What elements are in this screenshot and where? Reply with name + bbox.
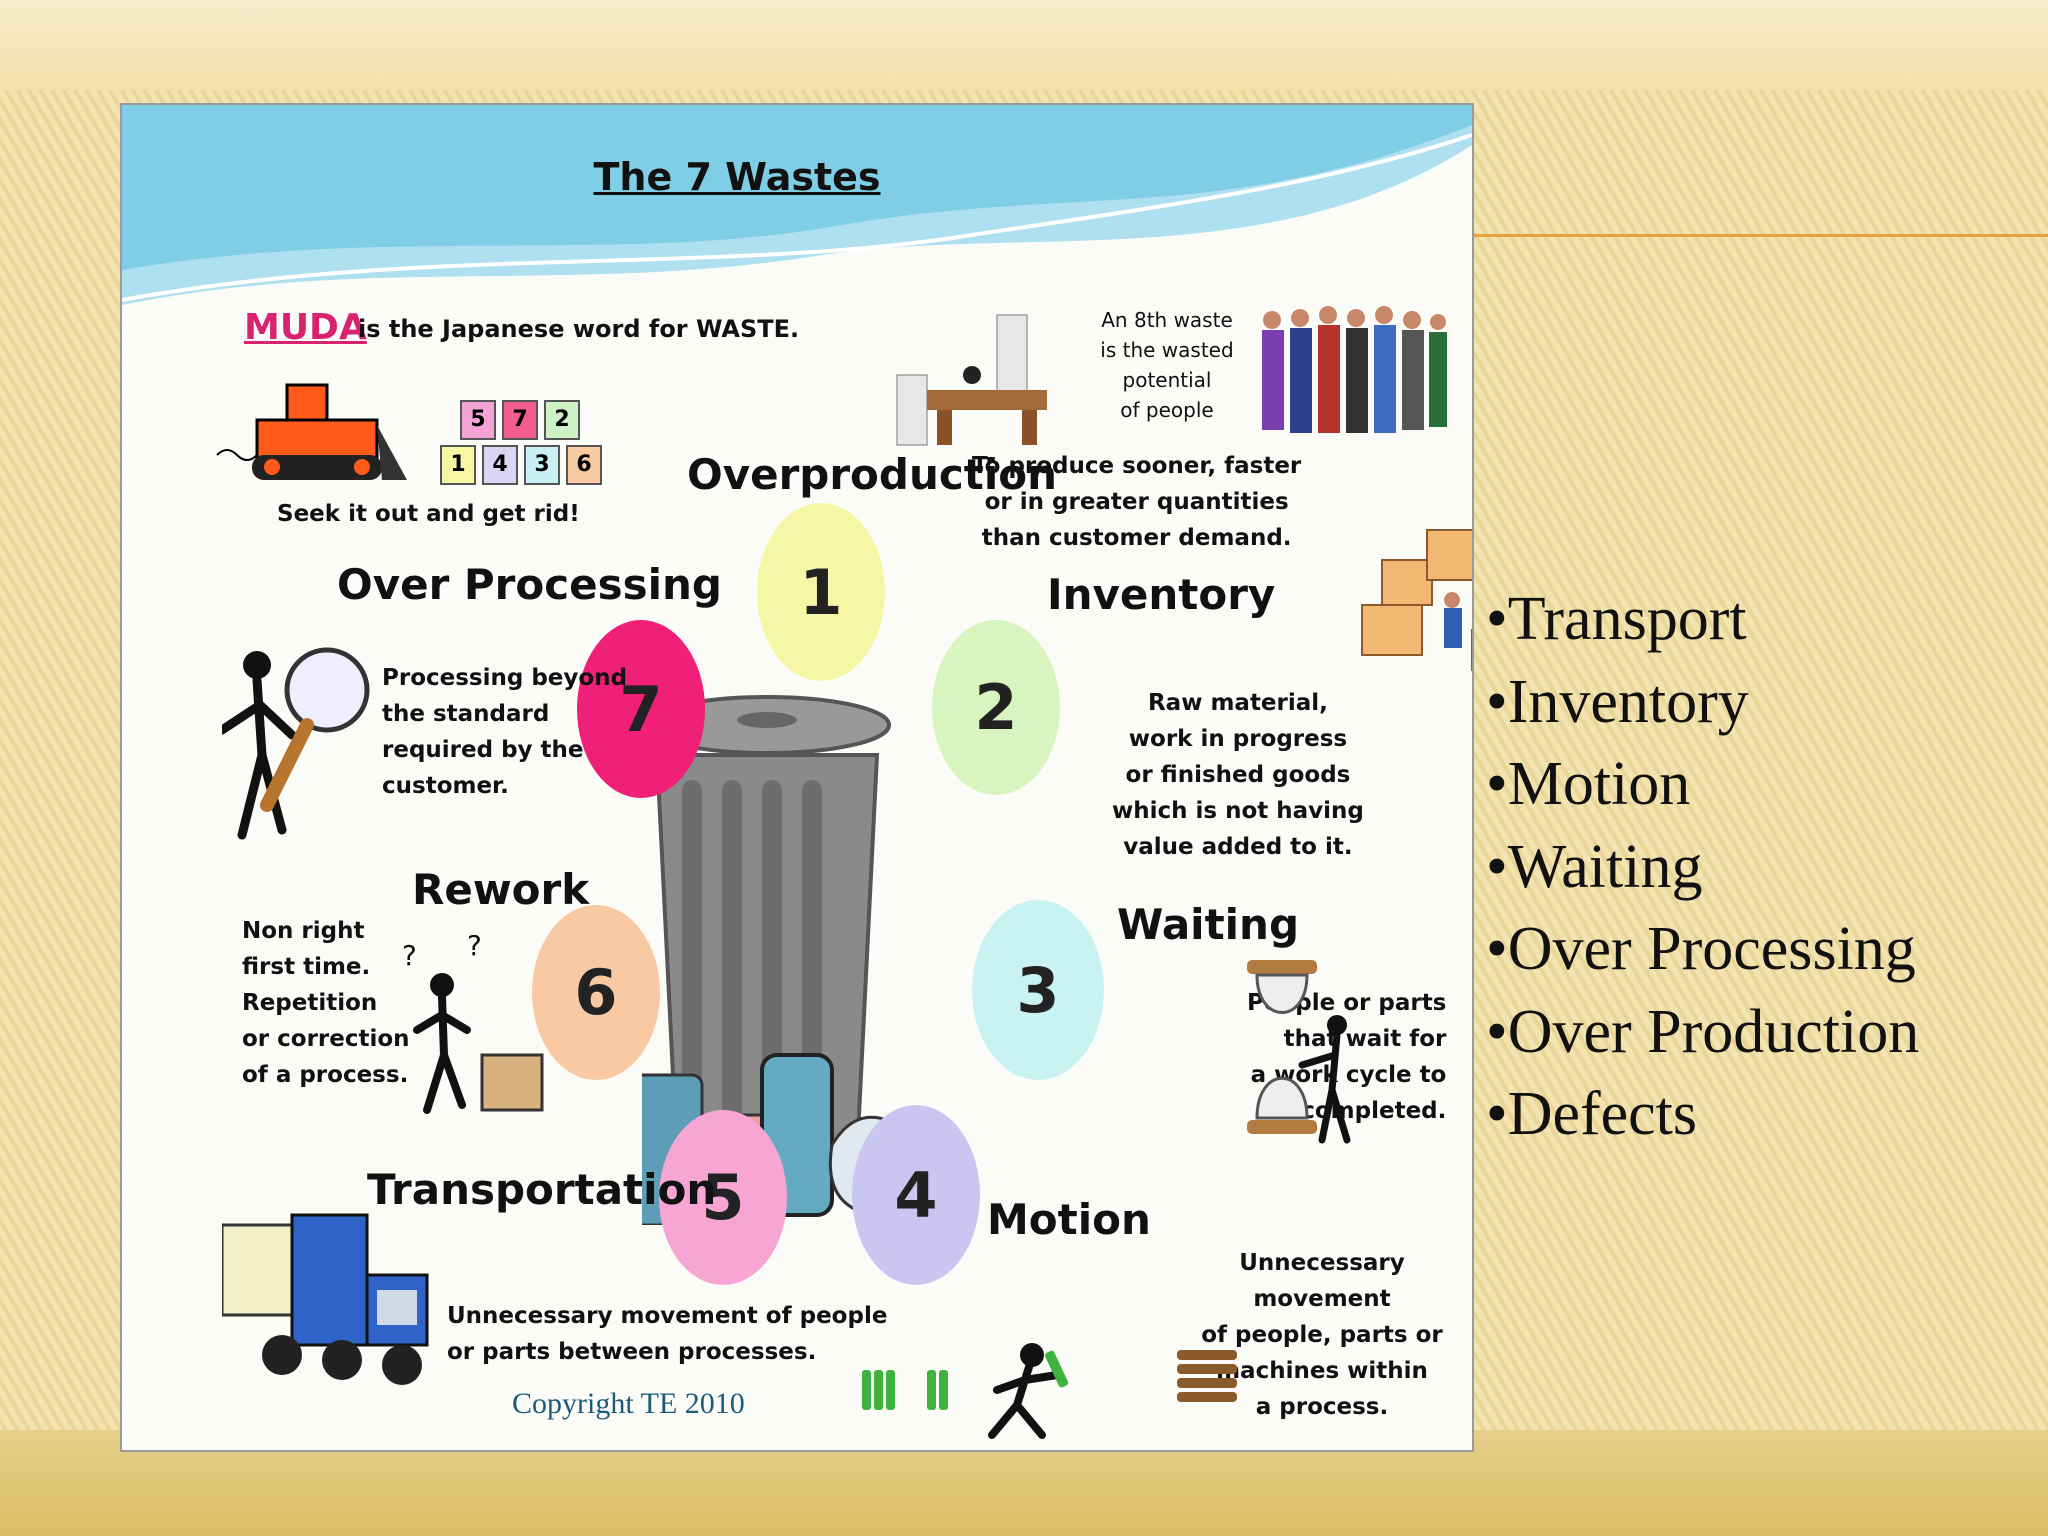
block: 1 (440, 445, 476, 485)
seek-text: Seek it out and get rid! (277, 501, 580, 527)
muda-word: MUDA (244, 307, 367, 348)
desc-line: or correction (242, 1026, 410, 1052)
label-over-processing: Over Processing (337, 560, 722, 609)
boxes-workers-icon (1361, 529, 1472, 671)
eighth-line: potential (1122, 368, 1212, 392)
desc-rework: Non right first time. Repetition or corr… (242, 913, 410, 1093)
eighth-line: An 8th waste (1101, 308, 1233, 332)
desc-line: Raw material, (1147, 690, 1328, 716)
desc-line: customer. (382, 773, 509, 799)
blocks-bottom-row: 1 4 3 6 (440, 445, 602, 485)
desc-line: or in greater quantities (984, 489, 1289, 515)
office-desk-icon (896, 314, 1047, 446)
desc-line: which is not having (1112, 798, 1364, 824)
desc-line: of a process. (242, 1062, 409, 1088)
label-rework: Rework (412, 865, 590, 914)
people-group-icon (1262, 306, 1447, 433)
bullet-item: •Over Processing (1486, 915, 1916, 983)
eighth-line: is the wasted (1100, 338, 1234, 362)
running-person-bottles-icon (862, 1343, 1069, 1439)
header-wave-graphic (122, 105, 1472, 305)
blocks-top-row: 5 7 2 (460, 400, 580, 440)
desc-line: the standard (382, 701, 550, 727)
bullet-item: •Defects (1486, 1080, 1698, 1148)
desc-line: of people, parts or (1201, 1322, 1443, 1348)
muda-definition: is the Japanese word for WASTE. (358, 315, 800, 343)
desc-line: first time. (242, 954, 371, 980)
block: 2 (544, 400, 580, 440)
waste-circle-4: 4 (852, 1105, 980, 1285)
desc-motion: Unnecessary movement of people, parts or… (1172, 1245, 1472, 1425)
waste-circle-5: 5 (659, 1110, 787, 1285)
waste-bullet-list: •Transport •Inventory •Motion •Waiting •… (1486, 578, 1919, 1156)
accent-line (1472, 234, 2048, 237)
bullet-item: •Waiting (1486, 832, 1703, 901)
label-overproduction: Overproduction (687, 450, 1058, 499)
label-inventory: Inventory (1047, 570, 1276, 619)
desc-inventory: Raw material, work in progress or finish… (1112, 685, 1364, 865)
block: 6 (566, 445, 602, 485)
desc-line: required by the (382, 737, 584, 763)
confused-person-icon: ? ? (402, 935, 544, 1114)
desc-line: Repetition (242, 990, 378, 1016)
label-transportation: Transportation (367, 1165, 717, 1214)
eighth-line: of people (1120, 398, 1214, 422)
desc-line: than customer demand. (981, 525, 1292, 551)
desc-line: value added to it. (1123, 834, 1353, 860)
eighth-waste-text: An 8th waste is the wasted potential of … (1097, 305, 1237, 425)
svg-text:?: ? (467, 935, 482, 962)
label-waiting: Waiting (1117, 900, 1300, 949)
desc-line: or parts between processes. (447, 1339, 817, 1365)
desc-line: work in progress (1128, 726, 1348, 752)
waste-circle-6: 6 (532, 905, 660, 1080)
desc-line: Non right (242, 918, 365, 944)
block: 5 (460, 400, 496, 440)
desc-line: machines within (1216, 1358, 1428, 1384)
desc-line: Processing beyond (382, 665, 628, 691)
desc-line: To produce sooner, faster (972, 453, 1302, 479)
desc-line: Unnecessary movement of people (447, 1303, 888, 1329)
bullet-item: •Motion (1486, 750, 1691, 818)
hourglass-icon (1247, 960, 1351, 1144)
copyright-text: Copyright TE 2010 (512, 1387, 745, 1420)
desc-overproduction: To produce sooner, faster or in greater … (972, 448, 1301, 556)
svg-text:?: ? (402, 939, 417, 972)
block: 7 (502, 400, 538, 440)
truck-icon (222, 1213, 429, 1385)
bullet-item: •Over Production (1486, 997, 1920, 1066)
desc-line: a process. (1255, 1394, 1389, 1420)
waste-circle-2: 2 (932, 620, 1060, 795)
seven-wastes-infographic: The 7 Wastes MUDA is the Japanese word f… (120, 103, 1474, 1452)
bulldozer-icon (216, 383, 407, 480)
desc-line: Unnecessary movement (1239, 1250, 1405, 1312)
magnifying-glass-icon (222, 647, 370, 840)
bullet-item: •Transport (1486, 585, 1747, 653)
slide-top-band (0, 0, 2048, 90)
waste-circle-7: 7 (577, 620, 705, 798)
bullet-item: •Inventory (1486, 667, 1749, 736)
desc-line: that wait for (1283, 1026, 1447, 1052)
block: 3 (524, 445, 560, 485)
infographic-title: The 7 Wastes (593, 155, 881, 199)
block: 4 (482, 445, 518, 485)
waste-circle-3: 3 (972, 900, 1104, 1080)
parts-pile-icon (1177, 1350, 1237, 1402)
desc-transportation: Unnecessary movement of people or parts … (447, 1298, 887, 1370)
desc-line: or finished goods (1125, 762, 1351, 788)
waste-circle-1: 1 (757, 503, 885, 681)
desc-over-processing: Processing beyond the standard required … (382, 660, 627, 804)
label-motion: Motion (987, 1195, 1151, 1244)
